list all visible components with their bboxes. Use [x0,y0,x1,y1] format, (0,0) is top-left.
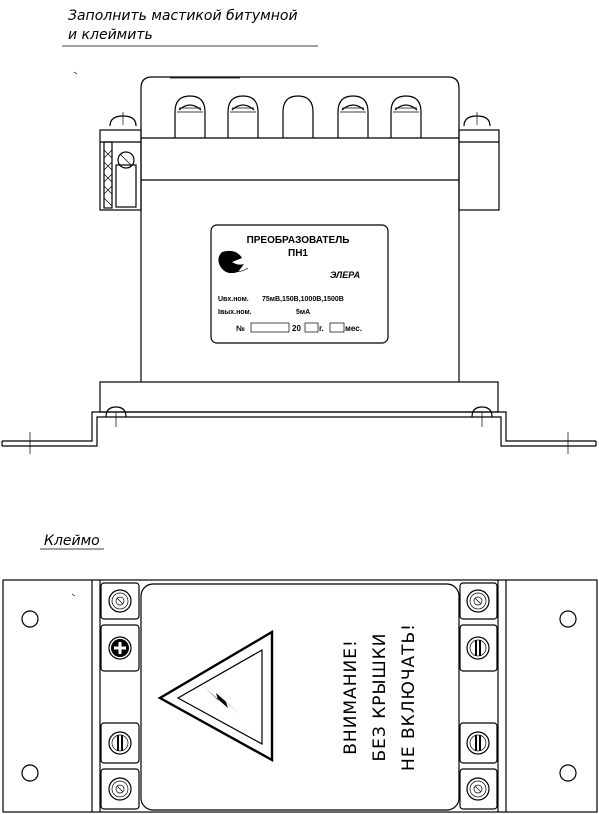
nameplate-border [210,224,389,344]
mount-hole-icon [559,764,577,782]
terminal-dome [337,95,369,138]
year-suffix: г. [319,324,324,333]
nameplate-title: ПРЕОБРАЗОВАТЕЛЬ [247,235,350,246]
slotted-screw-icon [466,777,490,801]
phillips-screw-icon [108,636,132,660]
high-voltage-warning-icon [157,629,274,763]
warning-line2: БЕЗ КРЫШКИ [370,633,390,762]
slotted-screw-icon [466,731,490,755]
month-field [329,322,345,333]
year-field [304,322,319,333]
terminal-row [174,95,422,138]
right-cell [459,722,498,764]
nameplate-model: ПН1 [288,248,308,259]
serial-label: № [236,324,245,333]
housing [140,76,460,382]
base-block [99,381,499,413]
stamp-note: Клеймо [40,533,104,597]
right-cell [459,582,498,620]
plan-base-plate [2,579,598,813]
current-value: 5мА [296,309,310,316]
right-cell [459,624,498,672]
voltage-label: Uвх.ном. [218,296,249,303]
mount-hole-icon [559,610,577,628]
left-cell [100,624,140,672]
left-cell [100,768,140,810]
slotted-screw-icon [108,589,132,613]
fill-note-line2: и клеймить [68,27,153,43]
terminal-dome [390,95,422,138]
plan-terminal-cells [100,582,498,810]
right-terminal-block [458,112,500,211]
mounting-holes [21,610,577,782]
front-view: ПРЕОБРАЗОВАТЕЛЬ ПН1 ЭЛЕРА Uвх.ном. 75мВ,… [1,76,597,454]
warning-line1: ВНИМАНИЕ! [341,639,361,755]
manufacturer-logo-icon [218,250,249,274]
terminal-dome [227,95,259,138]
warning-line3: НЕ ВКЛЮЧАТЬ! [399,623,419,771]
left-cell [100,582,140,620]
mounting-rail [1,406,597,454]
serial-field [250,322,290,333]
slotted-screw-icon [108,731,132,755]
fill-note-line1: Заполнить мастикой битумной [68,8,298,24]
fill-note-mark [73,71,78,75]
slotted-screw-icon [108,777,132,801]
cover [140,583,460,811]
nameplate: ПРЕОБРАЗОВАТЕЛЬ ПН1 ЭЛЕРА Uвх.ном. 75мВ,… [210,224,389,344]
right-cell [459,768,498,810]
brand-name: ЭЛЕРА [330,270,360,280]
left-terminal-block [99,112,142,211]
left-cell [100,722,140,764]
stamp-note-text: Клеймо [44,533,100,549]
fill-note: Заполнить мастикой битумной и клеймить [62,8,318,75]
month-suffix: мес. [345,324,362,333]
stamp-note-mark [71,593,76,597]
mount-hole-icon [21,764,39,782]
warning-text: ВНИМАНИЕ! БЕЗ КРЫШКИ НЕ ВКЛЮЧАТЬ! [341,623,419,771]
year-prefix: 20 [292,324,301,333]
voltage-values: 75мВ,150В,1000В,1500В [262,296,344,303]
current-label: Iвых.ном. [218,309,252,316]
terminal-dome [174,95,206,138]
slotted-screw-icon [466,636,490,660]
plan-view: ВНИМАНИЕ! БЕЗ КРЫШКИ НЕ ВКЛЮЧАТЬ! [2,579,598,813]
mount-hole-icon [21,610,39,628]
slotted-screw-icon [466,589,490,613]
terminal-cover-dome [282,95,314,138]
